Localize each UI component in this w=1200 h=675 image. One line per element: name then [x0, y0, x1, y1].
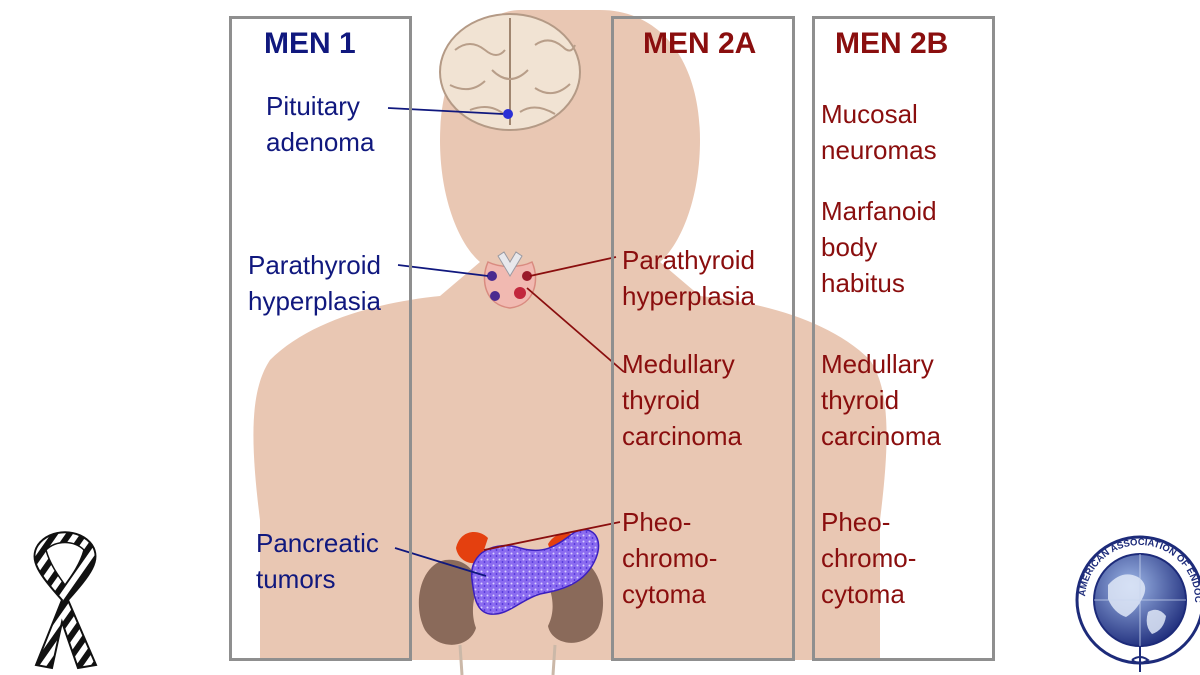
men1-box	[229, 16, 412, 661]
zebra-ribbon-icon	[33, 531, 98, 670]
men2a-title: MEN 2A	[643, 27, 757, 60]
men2b-title: MEN 2B	[835, 27, 949, 60]
brain-icon	[439, 13, 581, 131]
men2b-box	[812, 16, 995, 661]
leader-line-parathyroid-men1	[397, 264, 489, 277]
men2a-parathyroid-label: Parathyroid hyperplasia	[622, 245, 755, 311]
men1-pancreatic-label: Pancreatic tumors	[256, 528, 379, 594]
men2b-mucosal-label: Mucosal neuromas	[821, 99, 937, 165]
men2a-medullary-label: Medullary thyroid carcinoma	[622, 349, 742, 451]
men1-parathyroid-label: Parathyroid hyperplasia	[248, 250, 381, 316]
pituitary-marker	[503, 109, 513, 119]
ureters	[458, 644, 557, 675]
men1-title: MEN 1	[264, 27, 356, 60]
men2a-pheo-label: Pheo- chromo- cytoma	[622, 507, 718, 609]
leader-line-pituitary	[387, 107, 504, 115]
pancreas-icon	[470, 529, 600, 615]
left-kidney-icon	[418, 559, 478, 645]
men1-pituitary-label: Pituitary adenoma	[266, 91, 375, 157]
men2a-box	[611, 16, 795, 661]
leader-line-parathyroid-men2a	[529, 256, 617, 277]
men2b-marfanoid-label: Marfanoid body habitus	[821, 196, 937, 298]
men2b-medullary-label: Medullary thyroid carcinoma	[821, 349, 941, 451]
men2b-pheo-label: Pheo- chromo- cytoma	[821, 507, 917, 609]
thyroid-icon	[483, 251, 537, 309]
leader-line-medullary	[526, 287, 625, 373]
leader-line-pheo	[483, 521, 621, 551]
